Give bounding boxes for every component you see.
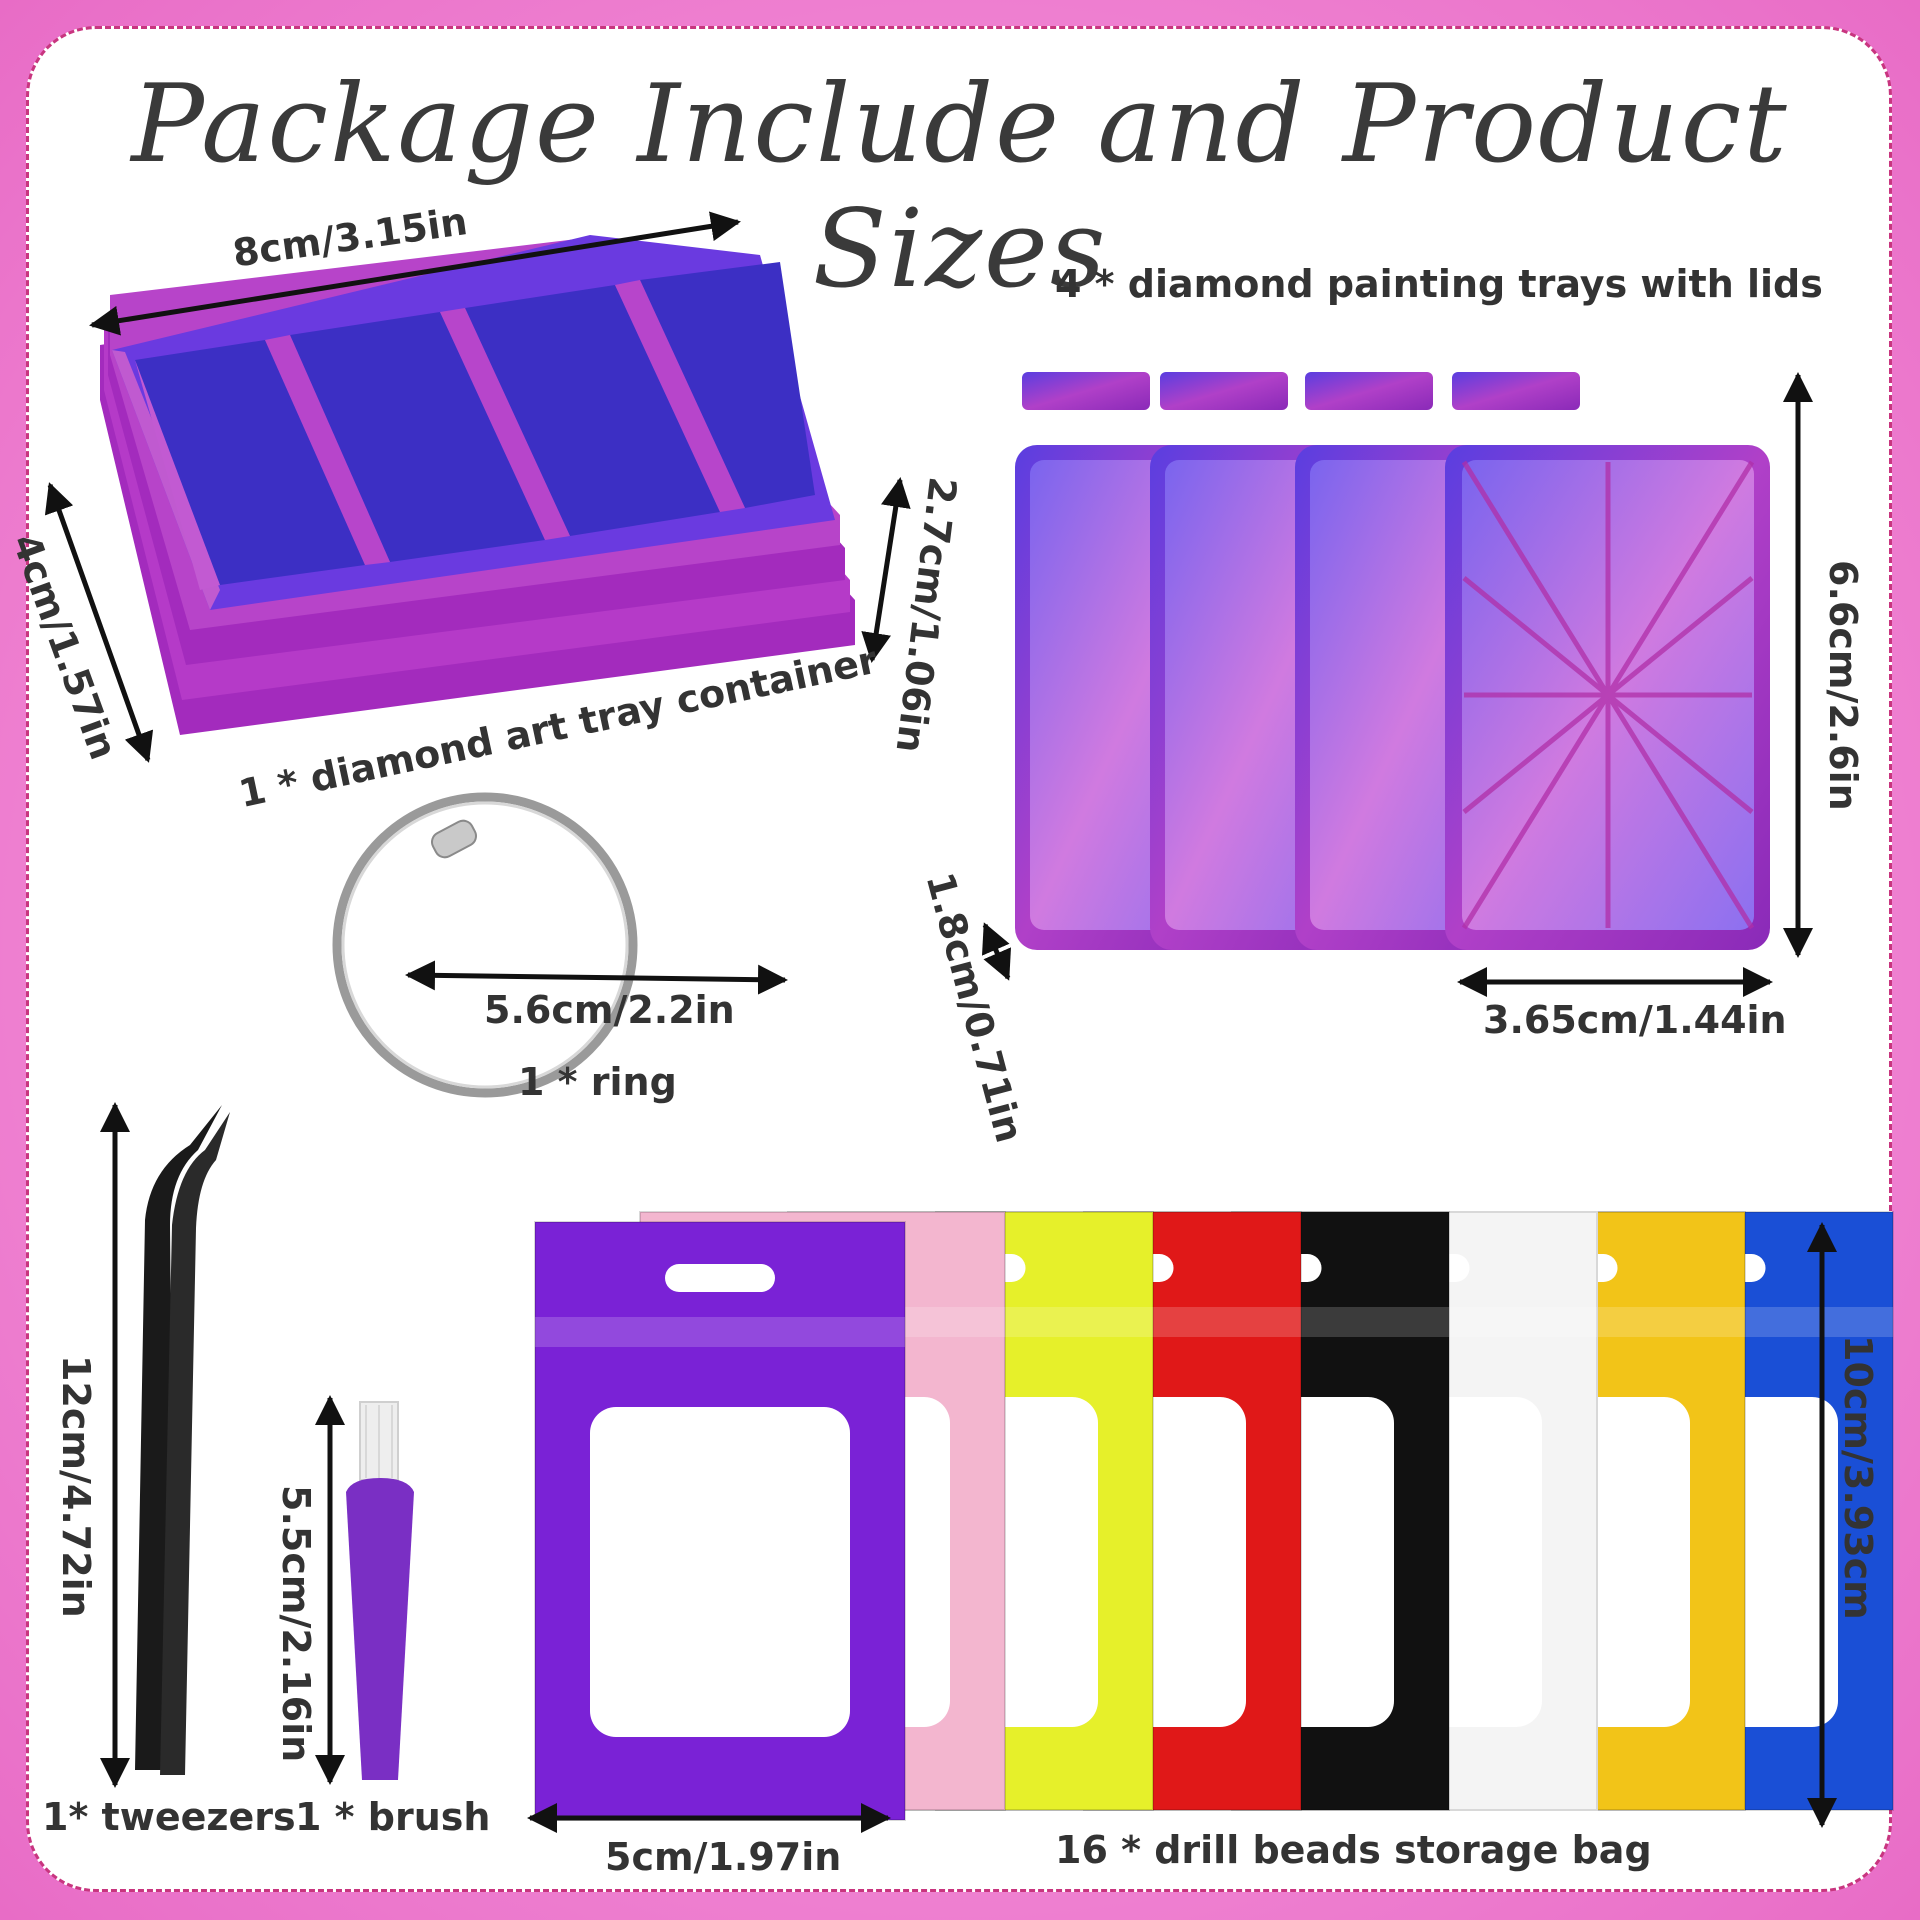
key-ring [332, 792, 638, 1098]
label-trays-height: 6.6cm/2.6in [1821, 560, 1865, 811]
arrow-trays-thickness [981, 922, 1012, 981]
label-trays-name: 4 * diamond painting trays with lids [1055, 262, 1823, 306]
label-tweezers-size: 12cm/4.72in [54, 1355, 98, 1618]
brush [346, 1401, 414, 1780]
storage-bags [534, 1211, 1894, 1821]
painting-trays [1015, 372, 1770, 950]
label-trays-width: 3.65cm/1.44in [1483, 998, 1787, 1042]
label-bags-height: 10cm/3.93cm [1836, 1335, 1880, 1620]
arrow-container-depth [44, 482, 154, 763]
arrow-ring-size [405, 960, 788, 995]
tweezers [135, 1105, 230, 1775]
page-title: Package Include and Product Sizes [131, 62, 1789, 312]
label-brush-name: 1 * brush [295, 1795, 491, 1839]
arrow-container-height [861, 477, 911, 663]
label-bags-width: 5cm/1.97in [605, 1835, 842, 1879]
dimension-arrows [44, 211, 1837, 1833]
storage-bag [534, 1221, 906, 1821]
tray-container [100, 235, 855, 735]
label-ring-name: 1 * ring [518, 1060, 677, 1104]
label-brush-size: 5.5cm/2.16in [274, 1485, 318, 1763]
arrow-container-width [89, 211, 741, 336]
label-ring-size: 5.6cm/2.2in [484, 988, 735, 1032]
tray-4 [1445, 372, 1770, 950]
label-bags-name: 16 * drill beads storage bag [1055, 1828, 1652, 1872]
label-tweezers-name: 1* tweezers [42, 1795, 296, 1839]
